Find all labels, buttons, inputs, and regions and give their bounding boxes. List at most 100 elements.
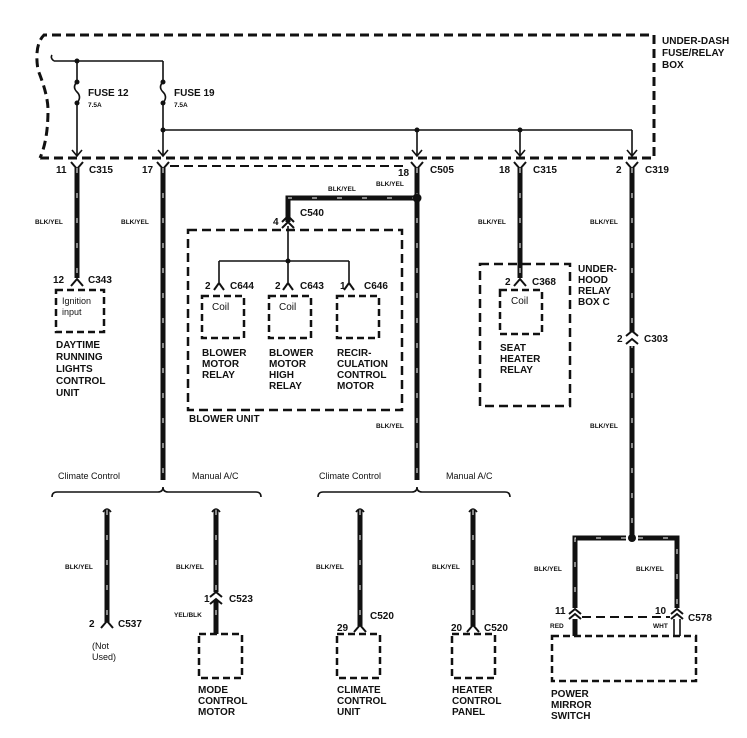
wire-label: BLK/YEL bbox=[376, 423, 404, 430]
output-connector-c315: C315 bbox=[89, 165, 113, 176]
seat-heater-label: HEATER bbox=[500, 354, 541, 365]
seat-heater-pin: 2 bbox=[505, 277, 511, 288]
relay-box-label: BOX C bbox=[578, 297, 610, 308]
relay-box-label: UNDER- bbox=[578, 264, 617, 275]
blower-comp-1-label: BLOWER bbox=[202, 348, 247, 359]
c520-20-pin: 20 bbox=[451, 623, 463, 634]
blower-comp-3-label: MOTOR bbox=[337, 381, 375, 392]
drl-label-1: DAYTIME bbox=[56, 340, 100, 351]
blower-comp-1-label: RELAY bbox=[202, 370, 235, 381]
blower-feed-pin: 4 bbox=[273, 217, 279, 228]
blower-comp-3-connector: C646 bbox=[364, 281, 388, 292]
branch-left: Climate Control Manual A/C bbox=[51, 471, 262, 513]
under-dash-fuse-relay-box: UNDER-DASH FUSE/RELAY BOX FUSE 12 7.5A F… bbox=[35, 33, 729, 160]
blower-unit: 4 C540 BLOWER UNIT 2 C644 Coil BLOWER MO… bbox=[186, 208, 404, 425]
wire-label: BLK/YEL bbox=[590, 423, 618, 430]
wire-label: BLK/YEL bbox=[432, 564, 460, 571]
output-pin-18-c315: 18 bbox=[499, 165, 511, 176]
fuse-12-icon bbox=[73, 81, 81, 104]
seat-heater-relay: UNDER- HOOD RELAY BOX C 2 C368 Coil SEAT… bbox=[478, 262, 617, 408]
blower-comp-3-label: CULATION bbox=[337, 359, 388, 370]
climate-unit-label: CONTROL bbox=[337, 696, 386, 707]
c520-29-connector: C520 bbox=[370, 611, 394, 622]
power-mirror-switch: 11 RED 10 WHT C578 POWER MIRROR SWITCH bbox=[550, 606, 712, 722]
output-pin-17: 17 bbox=[142, 165, 154, 176]
fuse-box-label-1: UNDER-DASH bbox=[662, 36, 729, 47]
heater-panel-label: CONTROL bbox=[452, 696, 501, 707]
blower-comp-2-label: HIGH bbox=[269, 370, 294, 381]
wire-label: BLK/YEL bbox=[121, 219, 149, 226]
c303-connector: 2 C303 bbox=[617, 329, 668, 345]
blower-comp-1-inner: Coil bbox=[212, 302, 229, 313]
branch-mid-climate-label: Climate Control bbox=[319, 471, 381, 481]
drl-label-4: CONTROL bbox=[56, 376, 105, 387]
mirror-switch-label: MIRROR bbox=[551, 700, 592, 711]
drl-label-3: LIGHTS bbox=[56, 364, 93, 375]
output-pin-2: 2 bbox=[616, 165, 622, 176]
wire-label: BLK/YEL bbox=[328, 186, 356, 193]
mirror-connector: C578 bbox=[688, 613, 712, 624]
blower-comp-1-connector: C644 bbox=[230, 281, 254, 292]
wire-label: BLK/YEL bbox=[636, 566, 664, 573]
relay-box-label: HOOD bbox=[578, 275, 608, 286]
wire-label: BLK/YEL bbox=[65, 564, 93, 571]
fuse-19-rating: 7.5A bbox=[174, 102, 188, 109]
drl-inner-1: Ignition bbox=[62, 296, 91, 306]
c537-connector: C537 bbox=[118, 619, 142, 630]
seat-heater-label: SEAT bbox=[500, 343, 526, 354]
blower-unit-label: BLOWER UNIT bbox=[189, 414, 260, 425]
fuse-12-name: FUSE 12 bbox=[88, 88, 129, 99]
mirror-pin-10: 10 bbox=[655, 606, 667, 617]
wire-label: BLK/YEL bbox=[534, 566, 562, 573]
blower-comp-3-pin: 1 bbox=[340, 281, 346, 292]
c537-not-used: 2 C537 (Not Used) bbox=[89, 619, 142, 662]
c537-label: Used) bbox=[92, 652, 116, 662]
fuse-19-icon bbox=[159, 81, 167, 104]
seat-heater-connector: C368 bbox=[532, 277, 556, 288]
heater-panel-label: HEATER bbox=[452, 685, 493, 696]
drl-label-5: UNIT bbox=[56, 388, 79, 399]
mirror-switch-label: SWITCH bbox=[551, 711, 590, 722]
c537-label: (Not bbox=[92, 641, 110, 651]
seat-heater-inner: Coil bbox=[511, 296, 528, 307]
output-connector-c319: C319 bbox=[645, 165, 669, 176]
blower-comp-2-label: RELAY bbox=[269, 381, 302, 392]
c520-20-connector: C520 bbox=[484, 623, 508, 634]
seat-heater-label: RELAY bbox=[500, 365, 533, 376]
branch-mid-manual-label: Manual A/C bbox=[446, 471, 493, 481]
drl-pin: 12 bbox=[53, 275, 65, 286]
wire-wht bbox=[673, 619, 681, 636]
c303-pin: 2 bbox=[617, 334, 623, 345]
mirror-pin-11: 11 bbox=[555, 606, 566, 617]
blower-comp-1-pin: 2 bbox=[205, 281, 211, 292]
wires bbox=[74, 168, 680, 634]
mode-motor-label: MOTOR bbox=[198, 707, 236, 718]
battery-bus bbox=[50, 54, 163, 62]
blower-comp-2-pin: 2 bbox=[275, 281, 281, 292]
climate-control-unit: 29 C520 CLIMATE CONTROL UNIT bbox=[335, 611, 394, 718]
output-connector-c505: C505 bbox=[430, 165, 454, 176]
branch-left-manual-label: Manual A/C bbox=[192, 471, 239, 481]
blower-comp-2-connector: C643 bbox=[300, 281, 324, 292]
blower-comp-3-label: RECIR- bbox=[337, 348, 371, 359]
climate-unit-label: CLIMATE bbox=[337, 685, 381, 696]
heater-panel-label: PANEL bbox=[452, 707, 485, 718]
drl-inner-2: input bbox=[62, 307, 82, 317]
wire-label: BLK/YEL bbox=[35, 219, 63, 226]
drl-label-2: RUNNING bbox=[56, 352, 103, 363]
c303-connector-label: C303 bbox=[644, 334, 668, 345]
c523-connector: C523 bbox=[229, 594, 253, 605]
c537-pin: 2 bbox=[89, 619, 95, 630]
drl-connector: C343 bbox=[88, 275, 112, 286]
blower-comp-2-label: BLOWER bbox=[269, 348, 314, 359]
blower-comp-1-label: MOTOR bbox=[202, 359, 240, 370]
mirror-pin-11-color: RED bbox=[550, 623, 564, 630]
wire-mirror-split bbox=[572, 535, 680, 608]
fuse-12-rating: 7.5A bbox=[88, 102, 102, 109]
blower-feed-connector: C540 bbox=[300, 208, 324, 219]
heater-control-panel: 20 C520 HEATER CONTROL PANEL bbox=[450, 623, 508, 718]
output-pin-11: 11 bbox=[56, 165, 67, 176]
blower-comp-2-label: MOTOR bbox=[269, 359, 307, 370]
branch-left-climate-label: Climate Control bbox=[58, 471, 120, 481]
